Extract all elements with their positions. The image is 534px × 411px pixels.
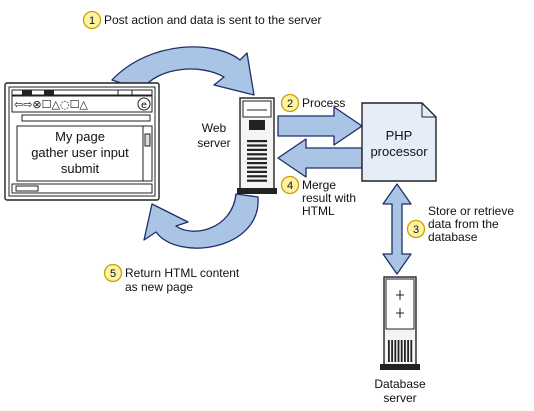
toolbar-icons: ⇦⇨⊗☐△◌☐△	[14, 98, 88, 111]
server-vent	[247, 179, 267, 182]
arrow-to-php	[277, 106, 363, 146]
database-server-label: Database	[374, 377, 426, 391]
step-badge	[406, 219, 426, 239]
php-processor-document	[361, 102, 437, 182]
server-vent	[247, 140, 267, 143]
step-label: database	[428, 230, 478, 244]
server-vent	[247, 157, 267, 160]
database-vent	[388, 340, 390, 362]
database-vent	[391, 340, 393, 362]
database-vent	[410, 340, 413, 362]
server-vent	[247, 153, 267, 156]
step-badge	[280, 93, 300, 113]
browser-logo-icon	[137, 97, 151, 111]
database-vent	[407, 340, 409, 362]
database-server-tower	[380, 276, 420, 370]
server-vent	[247, 144, 267, 147]
browser-address-bar	[21, 114, 151, 122]
step-number: 4	[287, 180, 293, 192]
step-number: 5	[110, 268, 116, 280]
arrow-return-to-browser	[143, 193, 259, 249]
step-badge	[103, 263, 123, 283]
step-label: Merge	[302, 178, 336, 192]
step-number: 2	[287, 98, 293, 110]
server-vent	[247, 170, 267, 173]
database-server-label: server	[383, 391, 416, 405]
web-server-label: Web	[202, 121, 227, 135]
database-vent	[394, 340, 397, 362]
svg-text:e: e	[141, 100, 147, 111]
browser-page-text: My page	[55, 129, 105, 144]
database-vent	[404, 340, 406, 362]
step-label: Post action and data is sent to the serv…	[104, 13, 321, 27]
step-label: Process	[302, 96, 345, 110]
php-processor-label: processor	[370, 144, 428, 159]
browser-scrollbar	[142, 125, 153, 182]
server-vent	[247, 148, 267, 151]
web-server-label: server	[197, 136, 230, 150]
step-label: result with	[302, 191, 356, 205]
browser-page-text: gather user input	[31, 145, 129, 160]
browser-page-area	[16, 125, 144, 182]
step-label: as new page	[125, 280, 193, 294]
browser-toolbar	[11, 95, 153, 113]
server-vent	[247, 166, 267, 169]
database-vent	[397, 340, 400, 362]
step-label: data from the	[428, 217, 499, 231]
web-server-tower	[237, 97, 277, 194]
database-vent	[400, 340, 403, 362]
step-number: 3	[413, 224, 419, 236]
server-vent	[247, 175, 267, 178]
arrow-php-database	[382, 183, 412, 275]
browser-status-bar	[11, 183, 153, 194]
step-2: 2 Process	[280, 93, 345, 113]
step-badge	[280, 175, 300, 195]
php-processor-label: PHP	[386, 128, 413, 143]
step-badge	[82, 10, 102, 30]
step-label: Store or retrieve	[428, 204, 514, 218]
browser-title-bar	[11, 89, 153, 96]
server-vent	[247, 162, 267, 165]
browser-page-text: submit	[61, 161, 100, 176]
step-1: 1 Post action and data is sent to the ser…	[82, 10, 321, 30]
step-label: Return HTML content	[125, 266, 240, 280]
arrow-from-php	[277, 138, 363, 178]
step-label: HTML	[302, 204, 335, 218]
step-number: 1	[89, 15, 95, 27]
